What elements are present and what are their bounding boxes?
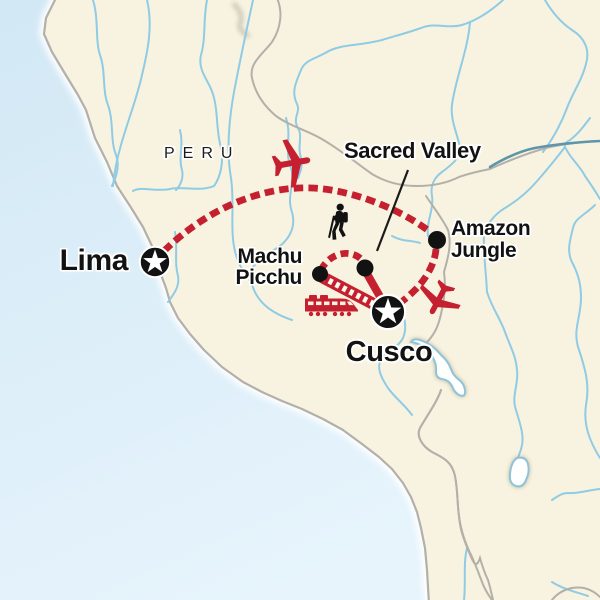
marker-machu-picchu [312,266,328,282]
airplane-icon [419,279,461,315]
airplane-icon [271,139,311,188]
poi-label-machu-picchu: Machu Picchu [235,245,303,289]
poi-label-sacred-valley: Sacred Valley [344,138,481,163]
borders [250,0,600,600]
city-label-cusco: Cusco [345,336,433,368]
rivers [92,0,600,600]
marker-sacred-valley [356,259,374,277]
lakes [409,338,530,488]
marker-lima-star [138,245,172,279]
marker-cusco-star [369,293,407,331]
country-label-peru: PERU [164,145,241,162]
lake-titicaca [409,338,467,397]
city-label-lima: Lima [59,244,129,277]
lake-small [508,456,530,488]
sacred-valley-pointer-line [375,169,410,252]
poi-label-amazon-jungle: Amazon Jungle [451,217,531,262]
marker-amazon-jungle [428,231,446,249]
hiker-icon [328,203,348,240]
train-icon [305,295,358,317]
dark-river [488,139,600,169]
ridge-shading [231,1,251,39]
route-machu-sacred-dashed [317,249,366,272]
coastline [42,0,430,600]
